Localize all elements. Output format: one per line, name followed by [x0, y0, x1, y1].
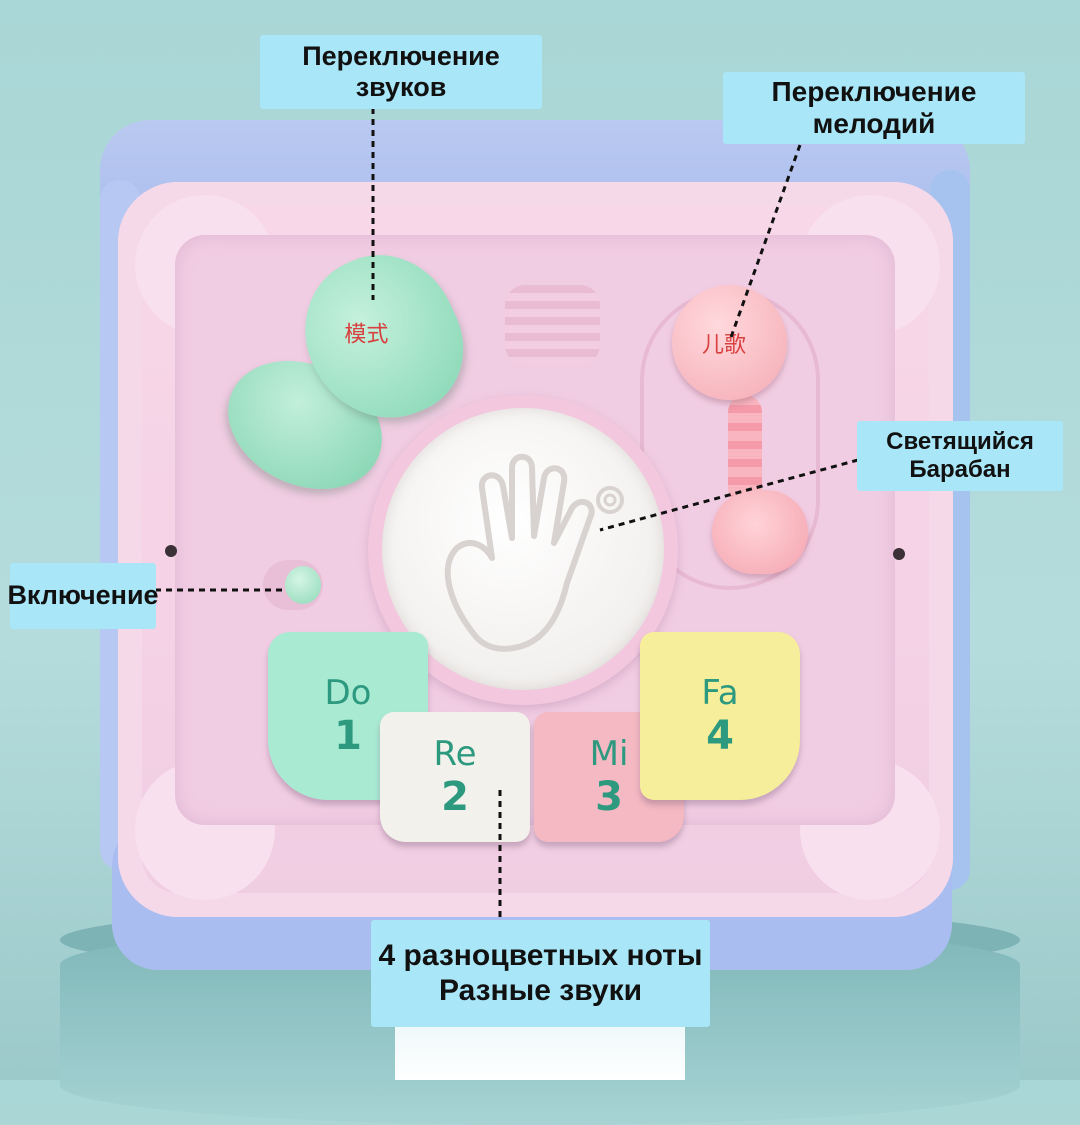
mode-button-label: 模式: [344, 322, 389, 348]
screw-icon: [893, 548, 905, 560]
callout-sound-switch: Переключение звуков: [260, 35, 542, 109]
melody-switch-button[interactable]: 儿歌: [672, 285, 787, 400]
key-syllable: Do: [324, 673, 372, 713]
callout-power: Включение: [7, 563, 159, 629]
callout-drum-line2: Барабан: [909, 456, 1011, 483]
callout-drum-line1: Светящийся: [886, 428, 1034, 456]
note-key-re[interactable]: Re 2: [380, 712, 530, 842]
callout-power-label: Включение: [7, 580, 159, 611]
note-key-fa[interactable]: Fa 4: [640, 632, 800, 800]
callout-sound-switch-line2: звуков: [355, 72, 447, 102]
screw-icon: [165, 545, 177, 557]
callout-notes-line1: 4 разноцветных ноты: [378, 939, 703, 972]
key-number: 3: [595, 774, 623, 820]
callout-melody-switch-line1: Переключение: [771, 75, 977, 107]
key-number: 4: [706, 713, 734, 759]
key-syllable: Re: [433, 734, 477, 774]
callout-melody-switch-line2: мелодий: [812, 108, 936, 139]
key-number: 2: [441, 774, 469, 820]
glowing-drum[interactable]: [382, 408, 664, 690]
callout-melody-switch: Переключение мелодий: [723, 72, 1025, 144]
key-syllable: Fa: [701, 673, 739, 713]
phone-base[interactable]: [712, 490, 808, 574]
callout-drum: Светящийся Барабан: [857, 421, 1063, 491]
song-button-label: 儿歌: [702, 333, 747, 358]
key-number: 1: [334, 713, 362, 759]
callout-notes: 4 разноцветных ноты Разные звуки: [371, 920, 710, 1027]
callout-sound-switch-line1: Переключение: [302, 40, 500, 71]
power-switch[interactable]: [285, 566, 321, 604]
callout-notes-line2: Разные звуки: [438, 973, 643, 1007]
key-syllable: Mi: [589, 734, 629, 774]
phone-cord: [728, 395, 762, 505]
speaker-grill: [505, 285, 600, 365]
